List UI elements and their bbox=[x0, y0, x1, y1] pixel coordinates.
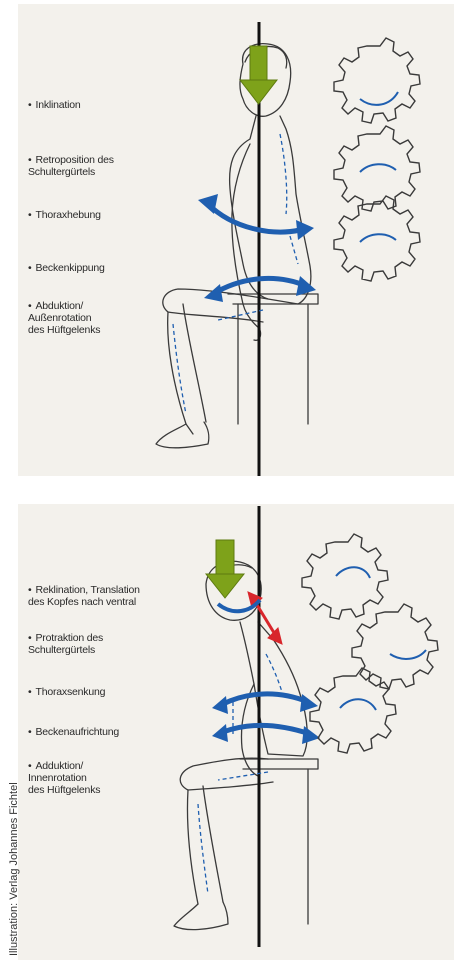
shin-outline bbox=[187, 786, 223, 904]
gear-icons bbox=[334, 38, 420, 281]
tension-arrow-red bbox=[248, 592, 282, 644]
load-arrow-green bbox=[206, 540, 244, 598]
stool-seat bbox=[240, 759, 318, 769]
upright-posture-panel: Inklination Retroposition des Schultergü… bbox=[18, 4, 454, 476]
image-credit: Illustration: Verlag Johannes Fichtel bbox=[8, 836, 20, 956]
foot-outline bbox=[174, 902, 228, 930]
foot-outline bbox=[156, 422, 209, 448]
gear-icon-3 bbox=[310, 668, 396, 753]
torso-outline bbox=[230, 116, 311, 304]
movement-arrows bbox=[208, 204, 306, 294]
gear-rotation-arrows bbox=[336, 567, 426, 710]
dashed-arrows bbox=[173, 134, 298, 414]
torso-outline bbox=[240, 622, 307, 756]
upright-figure-illustration bbox=[18, 4, 454, 476]
stool-leg bbox=[238, 304, 308, 424]
gear-icon-3 bbox=[334, 196, 420, 281]
arm-outline bbox=[232, 144, 260, 329]
gear-icon-2 bbox=[334, 126, 420, 211]
gear-rotation-arrows bbox=[360, 92, 398, 242]
gear-icons bbox=[302, 534, 438, 753]
gear-icon-1 bbox=[302, 534, 388, 619]
dashed-arrows bbox=[198, 654, 284, 894]
shin-outline bbox=[168, 304, 206, 434]
slumped-posture-panel: Reklination, Translation des Kopfes nach… bbox=[18, 504, 454, 960]
gear-icon-2 bbox=[352, 604, 438, 689]
movement-arrows bbox=[223, 694, 310, 734]
slumped-figure-illustration bbox=[18, 504, 454, 960]
gear-icon-1 bbox=[334, 38, 420, 123]
load-arrow-green bbox=[240, 46, 277, 104]
